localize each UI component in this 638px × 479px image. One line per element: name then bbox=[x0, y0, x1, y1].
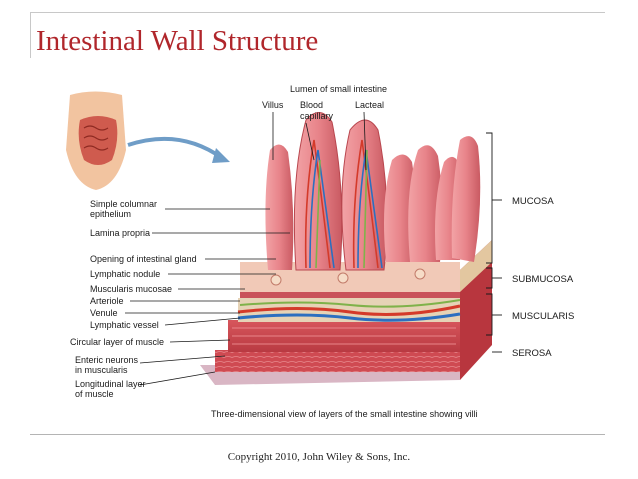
villi bbox=[265, 112, 481, 286]
torso-illustration bbox=[66, 91, 126, 190]
label-simple-columnar-1: Simple columnar bbox=[90, 199, 157, 209]
longitudinal-muscle-layer bbox=[215, 350, 460, 372]
left-leader-lines bbox=[125, 208, 290, 386]
label-simple-columnar-2: epithelium bbox=[90, 209, 131, 219]
label-enteric-neurons-1: Enteric neurons bbox=[75, 355, 139, 365]
layer-serosa: SEROSA bbox=[512, 348, 552, 359]
left-labels: Simple columnar epithelium Lamina propri… bbox=[70, 199, 197, 399]
slide-frame-top bbox=[30, 12, 605, 13]
label-longitudinal-1: Longitudinal layer bbox=[75, 379, 146, 389]
layer-brackets bbox=[486, 132, 502, 353]
label-venule: Venule bbox=[90, 308, 118, 318]
label-muscularis-mucosae: Muscularis mucosae bbox=[90, 284, 172, 294]
slide-frame-bottom bbox=[30, 434, 605, 435]
slide-frame-left bbox=[30, 12, 31, 58]
label-lamina-propria: Lamina propria bbox=[90, 228, 150, 238]
villus-label: Villus bbox=[262, 100, 284, 110]
copyright-text: Copyright 2010, John Wiley & Sons, Inc. bbox=[227, 451, 411, 463]
label-lymphatic-nodule: Lymphatic nodule bbox=[90, 269, 160, 279]
top-leader-lines bbox=[272, 111, 367, 171]
lumen-label: Lumen of small intestine bbox=[290, 84, 387, 94]
label-arteriole: Arteriole bbox=[90, 296, 124, 306]
layer-mucosa: MUCOSA bbox=[512, 196, 554, 207]
blood-capillary-label-1: Blood bbox=[300, 100, 323, 110]
pointer-arrow bbox=[127, 136, 230, 163]
label-lymphatic-vessel: Lymphatic vessel bbox=[90, 320, 159, 330]
label-intestinal-gland: Opening of intestinal gland bbox=[90, 254, 197, 264]
diagram-caption: Three-dimensional view of layers of the … bbox=[211, 409, 478, 419]
label-enteric-neurons-2: in muscularis bbox=[75, 365, 128, 375]
layer-submucosa: SUBMUCOSA bbox=[512, 274, 574, 285]
label-longitudinal-2: of muscle bbox=[75, 389, 114, 399]
layer-muscularis: MUSCULARIS bbox=[512, 311, 574, 322]
lacteal-label: Lacteal bbox=[355, 100, 384, 110]
label-circular-muscle: Circular layer of muscle bbox=[70, 337, 164, 347]
slide-title: Intestinal Wall Structure bbox=[36, 25, 319, 57]
blood-capillary-label-2: capillary bbox=[300, 111, 334, 121]
